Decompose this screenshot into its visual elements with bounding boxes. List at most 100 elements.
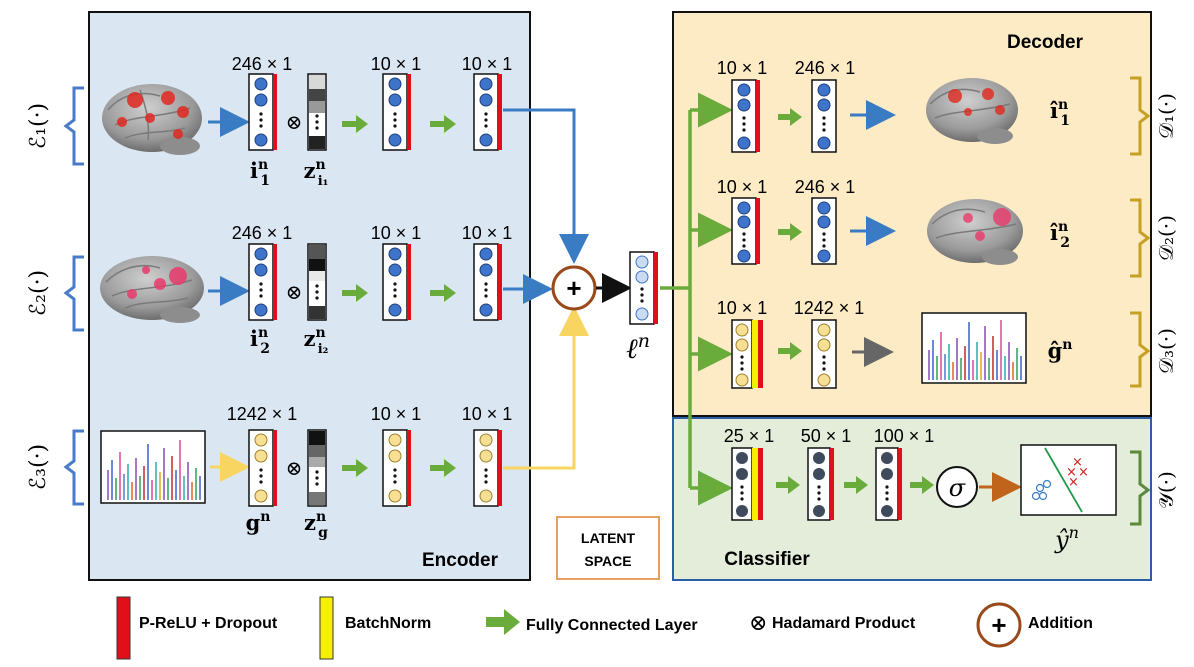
layer-cls-3 (875, 447, 902, 521)
dim-dec2-output: 246 × 1 (795, 177, 856, 197)
legend-label-hadamard: Hadamard Product (772, 615, 916, 632)
legend-swatch-prelu (116, 596, 131, 660)
legend-swatch-batchnorm (319, 596, 334, 660)
decoder-label-3: 𝒟₃(·) (1154, 328, 1178, 374)
encoder-bracket-1 (63, 86, 84, 166)
fc-arrow-dec1 (778, 108, 802, 126)
layer-enc3-output (473, 429, 502, 507)
dim-dec3-output: 1242 × 1 (794, 298, 865, 318)
layer-dec3-hidden (731, 319, 763, 389)
genetic-histogram-input (100, 430, 206, 504)
layer-dec2-hidden (731, 197, 760, 265)
decoder-bracket-3 (1130, 311, 1151, 388)
legend-icon-fc (486, 609, 520, 635)
fc-arrow-enc3-a (342, 459, 368, 477)
dim-enc2-hidden: 10 × 1 (371, 223, 422, 243)
svg-text:+: + (566, 273, 581, 303)
dim-cls-1: 25 × 1 (724, 426, 775, 446)
fc-arrow-enc2-a (342, 284, 368, 302)
brain-image-recon-2 (927, 199, 1023, 265)
classifier-title: Classifier (724, 549, 810, 570)
mask-vector-3 (307, 429, 327, 507)
dim-enc3-hidden: 10 × 1 (371, 404, 422, 424)
fc-arrow-enc2-b (430, 284, 456, 302)
dim-enc2-output: 10 × 1 (462, 223, 513, 243)
addition-node: + (551, 265, 597, 311)
layer-enc2-output (473, 243, 502, 321)
dim-dec1-hidden: 10 × 1 (717, 58, 768, 78)
dim-dec1-output: 246 × 1 (795, 58, 856, 78)
layer-cls-1 (731, 447, 763, 521)
brain-image-2 (100, 256, 204, 323)
dim-enc1-input: 246 × 1 (232, 54, 293, 74)
legend-label-prelu: P-ReLU + Dropout (139, 615, 278, 632)
mask-vector-1 (307, 73, 327, 151)
layer-dec1-hidden (731, 79, 760, 153)
hadamard-symbol-2: ⊗ (286, 280, 303, 304)
brain-image-1 (102, 84, 202, 155)
legend: P-ReLU + Dropout BatchNorm Fully Connect… (116, 596, 1093, 660)
classifier-bracket (1130, 450, 1151, 526)
sigmoid-node: σ (936, 466, 978, 508)
svg-text:σ: σ (949, 474, 966, 502)
layer-enc3-input (248, 429, 277, 507)
classifier-label: 𝒴(·) (1154, 471, 1178, 509)
encoder-title: Encoder (422, 550, 499, 571)
mask-vector-2 (307, 243, 327, 321)
legend-label-batchnorm: BatchNorm (345, 615, 431, 632)
fusion-line-3 (503, 306, 589, 470)
fc-arrow-enc1-b (430, 115, 456, 133)
dim-enc3-output: 10 × 1 (462, 404, 513, 424)
prediction-plot: × × × × (1020, 444, 1117, 516)
decoder-label-1: 𝒟₁(·) (1154, 93, 1178, 139)
latent-title-2: SPACE (584, 553, 631, 569)
svg-text:×: × (1068, 475, 1079, 490)
encoder-label-2: ℰ₂(·) (26, 270, 51, 316)
decoder-label-2: 𝒟₂(·) (1154, 215, 1178, 261)
layer-enc3-hidden (382, 429, 411, 507)
dim-enc1-output: 10 × 1 (462, 54, 513, 74)
dim-dec3-hidden: 10 × 1 (717, 298, 768, 318)
genetic-histogram-recon (921, 312, 1027, 384)
fc-arrow-cls-3 (910, 476, 934, 494)
latent-symbol: ℓn (626, 330, 650, 365)
layer-enc2-hidden (382, 243, 411, 321)
dim-cls-3: 100 × 1 (874, 426, 935, 446)
fusion-line-1 (503, 108, 589, 264)
fc-arrow-enc3-b (430, 459, 456, 477)
fc-arrow-dec3 (778, 342, 802, 360)
layer-dec3-output (811, 319, 837, 389)
fc-arrow-enc1-a (342, 115, 368, 133)
fc-arrow-dec2 (778, 223, 802, 241)
legend-icon-addition (976, 602, 1022, 648)
dim-enc2-input: 246 × 1 (232, 223, 293, 243)
decoder-title: Decoder (1007, 32, 1084, 53)
layer-enc1-output (473, 73, 502, 151)
layer-enc1-hidden (382, 73, 411, 151)
hadamard-symbol-3: ⊗ (286, 456, 303, 480)
prediction-symbol: ŷn (1054, 523, 1079, 554)
svg-text:×: × (1072, 455, 1083, 470)
encoder-label-1: ℰ₁(·) (26, 103, 51, 149)
encoder-bracket-2 (63, 255, 84, 332)
dim-dec2-hidden: 10 × 1 (717, 177, 768, 197)
layer-dec2-output (811, 197, 837, 265)
dim-enc3-input: 1242 × 1 (227, 404, 298, 424)
dim-cls-2: 50 × 1 (801, 426, 852, 446)
decoder-bracket-1 (1130, 76, 1151, 156)
svg-text:×: × (1078, 465, 1089, 480)
input-symbol-3: gn (246, 509, 271, 535)
layer-enc1-input (248, 73, 277, 151)
fc-arrow-cls-2 (844, 476, 868, 494)
latent-title-1: LATENT (581, 530, 636, 546)
encoder-bracket-3 (63, 429, 84, 506)
